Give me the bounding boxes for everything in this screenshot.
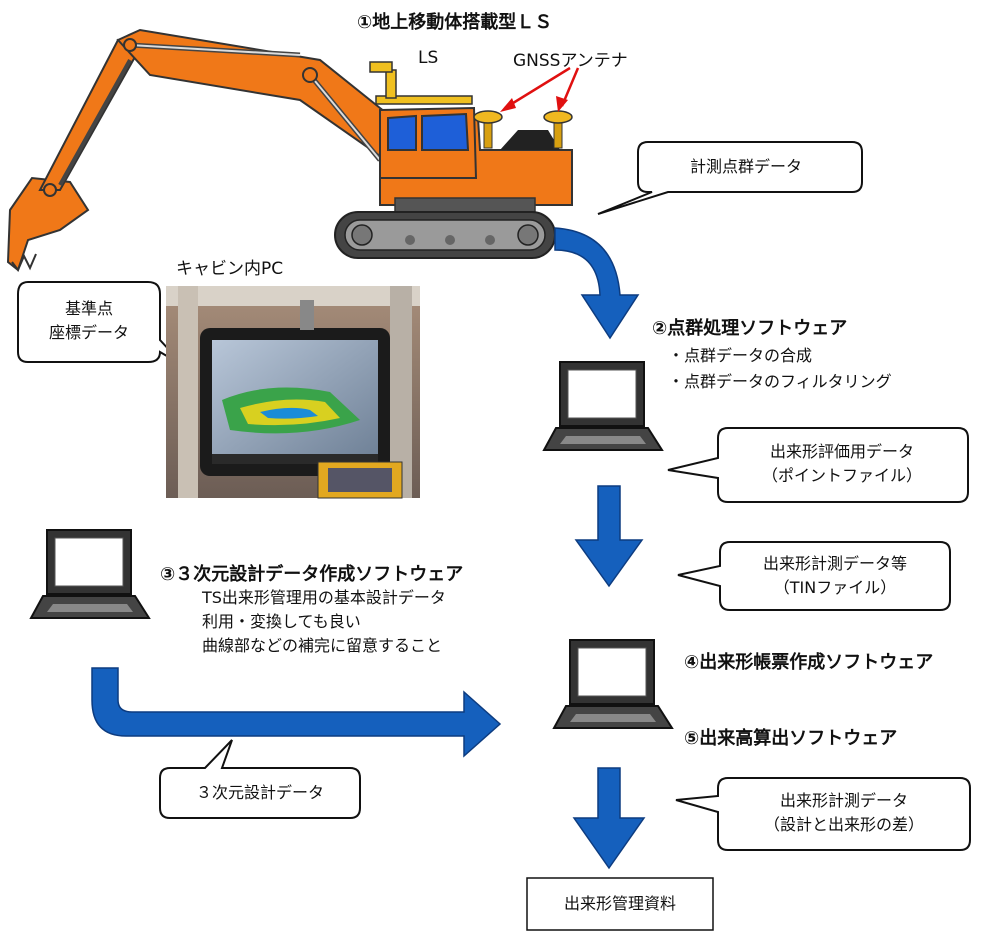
arrow-design-to-pc bbox=[91, 667, 502, 758]
laptop-icon-step45 bbox=[552, 639, 674, 729]
bubble-tin-line1: 出来形計測データ等 bbox=[762, 554, 907, 573]
cabin-pc-label: キャビン内PC bbox=[176, 259, 284, 279]
page-title: ①地上移動体搭載型ＬＳ bbox=[357, 12, 553, 33]
ls-label: LS bbox=[418, 48, 439, 68]
blue-flow-arrows bbox=[91, 227, 646, 870]
step3-line1: TS出来形管理用の基本設計データ bbox=[202, 588, 446, 607]
bubble-reference-point bbox=[17, 281, 185, 367]
bubble-point-cloud-text: 計測点群データ bbox=[689, 157, 802, 176]
step3-title: ③３次元設計データ作成ソフトウェア bbox=[160, 564, 464, 585]
bubble-ref-line1: 基準点 bbox=[64, 299, 113, 318]
bubble-ref-line2: 座標データ bbox=[48, 323, 129, 342]
gnss-pointer-arrows bbox=[500, 66, 580, 112]
laptop-icon-step2 bbox=[542, 361, 664, 451]
arrow-excavator-to-pc bbox=[554, 227, 640, 340]
step4-title: ④出来形帳票作成ソフトウェア bbox=[684, 652, 934, 673]
bubble-3d-design-text: ３次元設計データ bbox=[195, 783, 324, 802]
step2-item-merge: ・点群データの合成 bbox=[668, 346, 813, 365]
step2-title: ②点群処理ソフトウェア bbox=[652, 318, 848, 339]
bubble-diff-line2: （設計と出来形の差） bbox=[763, 815, 924, 834]
step3-line3: 曲線部などの補完に留意すること bbox=[202, 636, 443, 655]
final-output-label: 出来形管理資料 bbox=[563, 894, 676, 913]
gnss-antenna-label: GNSSアンテナ bbox=[513, 51, 628, 71]
arrow-pc-to-output bbox=[572, 767, 646, 870]
cabin-pc-photo bbox=[166, 286, 420, 499]
bubble-point-cloud bbox=[597, 141, 863, 215]
bubble-eval-data bbox=[667, 427, 969, 503]
step2-item-filter: ・点群データのフィルタリング bbox=[668, 372, 892, 391]
final-output-box bbox=[526, 877, 714, 931]
bubble-eval-line2: （ポイントファイル） bbox=[761, 466, 922, 485]
laptop-icon-step3 bbox=[29, 529, 151, 619]
bubble-diff-line1: 出来形計測データ bbox=[779, 791, 908, 810]
excavator-illustration bbox=[6, 28, 573, 272]
arrow-pc-to-pc bbox=[574, 485, 644, 588]
bubble-eval-line1: 出来形評価用データ bbox=[769, 442, 914, 461]
bubble-3d-design bbox=[159, 739, 361, 819]
bubble-tin-data bbox=[677, 541, 951, 611]
step5-title: ⑤出来高算出ソフトウェア bbox=[684, 728, 898, 749]
bubble-tin-line2: （TINファイル） bbox=[773, 578, 897, 597]
step3-line2: 利用・変換しても良い bbox=[202, 612, 361, 631]
bubble-diff-data bbox=[675, 777, 971, 851]
